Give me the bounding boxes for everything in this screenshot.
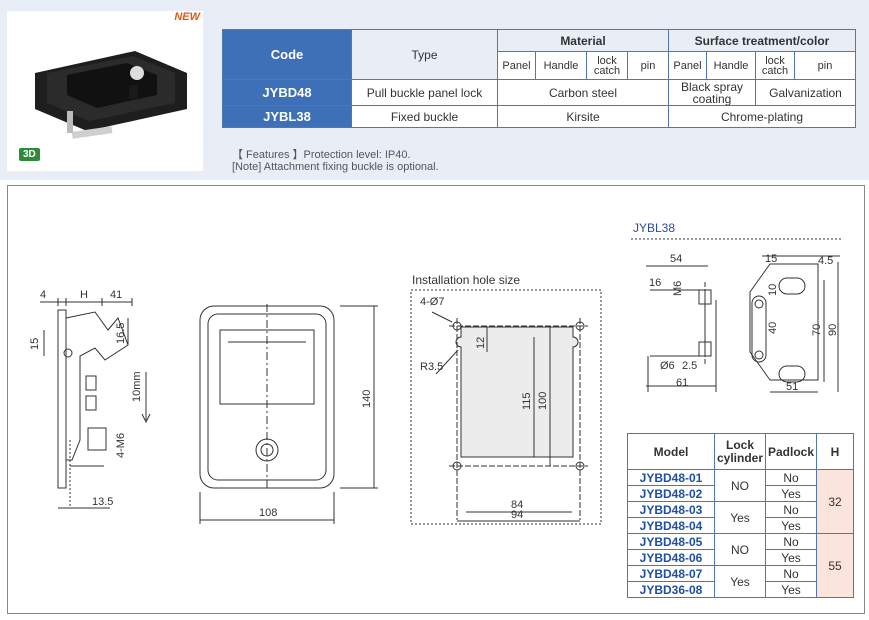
surface-header: Surface treatment/color xyxy=(668,29,856,52)
dim-4-o7: 4-Ø7 xyxy=(420,296,444,308)
dim-61: 61 xyxy=(676,377,688,389)
dim-108: 108 xyxy=(259,507,277,519)
type-cell: Fixed buckle xyxy=(351,105,498,128)
dim-41: 41 xyxy=(110,289,122,301)
dim-16b: 16 xyxy=(649,277,661,289)
dim-100: 100 xyxy=(537,392,549,410)
features-note: 【 Features 】Protection level: IP40. [Not… xyxy=(232,149,439,173)
sub-header: Panel xyxy=(497,51,536,80)
dim-m6: M6 xyxy=(672,281,684,296)
dim-h: H xyxy=(80,289,88,301)
padlock-cell: No xyxy=(765,469,817,486)
model-cell: JYBD48-04 xyxy=(627,517,715,534)
padlock-cell: No xyxy=(765,533,817,550)
sub-header: Panel xyxy=(668,51,707,80)
dim-94: 94 xyxy=(511,509,523,521)
padlock-cell: Yes xyxy=(765,517,817,534)
product-image xyxy=(35,51,187,139)
surface-cell: Black spray coating xyxy=(668,79,756,106)
dim-115: 115 xyxy=(521,392,533,410)
sub-header: pin xyxy=(794,51,856,80)
material-header: Material xyxy=(497,29,669,52)
dim-140: 140 xyxy=(361,390,373,408)
h-cell: 55 xyxy=(816,533,854,598)
dim-10: 10 xyxy=(767,284,779,296)
sub-header: Handle xyxy=(706,51,756,80)
dim-o6: Ø6 xyxy=(660,360,675,372)
dim-84: 84 xyxy=(511,499,523,511)
model-cell: JYBD48-01 xyxy=(627,469,715,486)
dim-4-5: 4.5 xyxy=(818,255,833,267)
cylinder-cell: Yes xyxy=(714,501,766,534)
3d-badge: 3D xyxy=(19,148,40,161)
note-line: [Note] Attachment fixing buckle is optio… xyxy=(232,161,439,173)
code-cell: JYBL38 xyxy=(222,105,352,128)
dim-90: 90 xyxy=(827,324,839,336)
sub-header: lock catch xyxy=(755,51,795,80)
type-cell: Pull buckle panel lock xyxy=(351,79,498,106)
dim-2-5: 2.5 xyxy=(682,360,697,372)
padlock-cell: No xyxy=(765,565,817,582)
dim-51: 51 xyxy=(786,381,798,393)
dim-4: 4 xyxy=(40,289,46,301)
dim-15: 15 xyxy=(29,338,41,350)
dim-15b: 15 xyxy=(765,253,777,265)
sub-header: pin xyxy=(627,51,669,80)
dim-10mm: 10mm xyxy=(131,371,143,402)
padlock-cell: Yes xyxy=(765,549,817,566)
features-line: 【 Features 】Protection level: IP40. xyxy=(232,149,411,161)
model-header: Model xyxy=(627,433,715,470)
padlock-cell: Yes xyxy=(765,485,817,502)
dim-r3-5: R3.5 xyxy=(420,361,443,373)
model-cell: JYBD48-03 xyxy=(627,501,715,518)
dim-13-5: 13.5 xyxy=(92,496,113,508)
surface-cell: Galvanization xyxy=(755,79,856,106)
h-header: H xyxy=(816,433,854,470)
cylinder-cell: Yes xyxy=(714,565,766,598)
model-cell: JYBD48-02 xyxy=(627,485,715,502)
new-badge: NEW xyxy=(174,11,200,23)
cylinder-header: Lock cylinder xyxy=(714,433,766,470)
padlock-cell: Yes xyxy=(765,581,817,598)
surface-cell: Chrome-plating xyxy=(668,105,856,128)
cylinder-cell: NO xyxy=(714,533,766,566)
model-cell: JYBD48-06 xyxy=(627,549,715,566)
sub-header: Handle xyxy=(535,51,587,80)
jybl38-title: JYBL38 xyxy=(633,221,675,235)
material-cell: Carbon steel xyxy=(497,79,669,106)
install-title: Installation hole size xyxy=(412,273,520,287)
spec-table: Code Type Material Surface treatment/col… xyxy=(222,29,856,128)
model-cell: JYBD48-05 xyxy=(627,533,715,550)
dim-16-5: 16.5 xyxy=(115,323,127,344)
cylinder-cell: NO xyxy=(714,469,766,502)
product-photo: NEW 3D xyxy=(7,11,203,171)
model-cell: JYBD48-07 xyxy=(627,565,715,582)
dim-40: 40 xyxy=(767,322,779,334)
padlock-header: Padlock xyxy=(765,433,817,470)
dim-4-m6: 4-M6 xyxy=(115,433,127,458)
model-cell: JYBD36-08 xyxy=(627,581,715,598)
dim-12: 12 xyxy=(475,337,487,349)
dim-54: 54 xyxy=(670,253,682,265)
info-band: NEW 3D Code Type Material Surface treatm… xyxy=(0,0,869,180)
padlock-cell: No xyxy=(765,501,817,518)
dim-70: 70 xyxy=(811,324,823,336)
h-cell: 32 xyxy=(816,469,854,534)
type-header: Type xyxy=(351,29,498,80)
